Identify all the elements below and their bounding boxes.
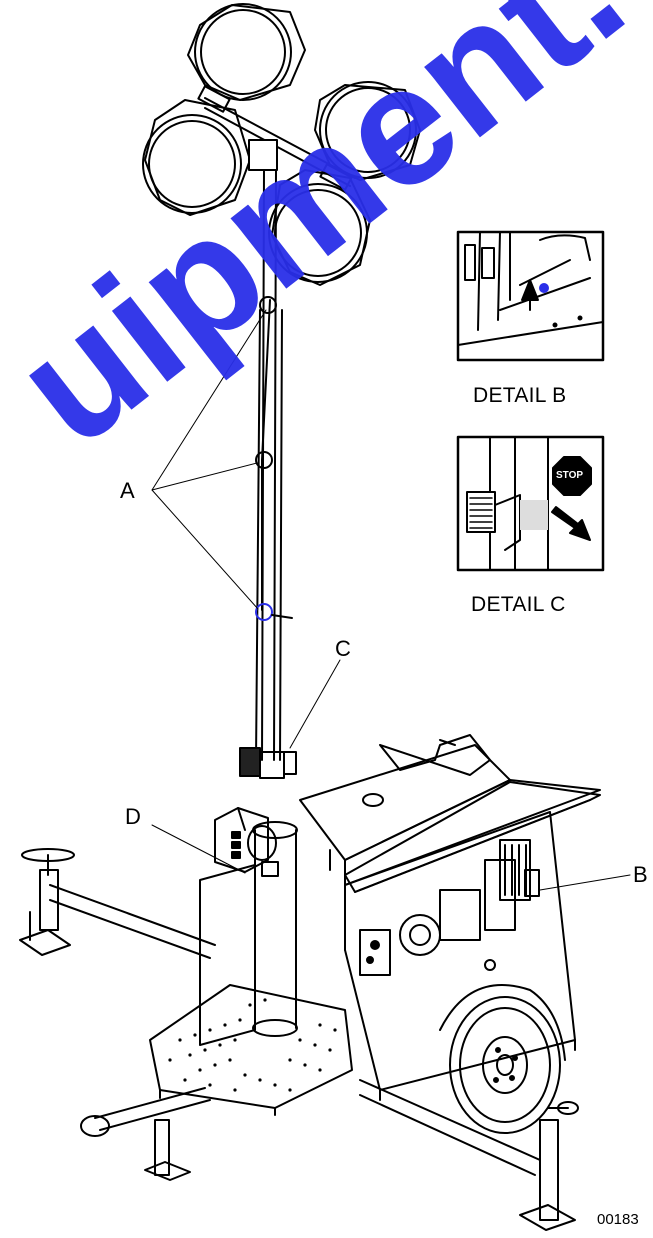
lamp-head-top-left bbox=[187, 3, 306, 101]
mast bbox=[239, 169, 297, 779]
callout-b: B bbox=[633, 862, 648, 887]
detail-c-title: DETAIL C bbox=[471, 593, 566, 616]
stop-sign-icon bbox=[552, 456, 592, 496]
callout-d: D bbox=[125, 804, 141, 829]
generator-enclosure bbox=[199, 734, 601, 1101]
lamp-head-mid-left bbox=[142, 99, 251, 216]
callout-c: C bbox=[335, 636, 351, 661]
winch bbox=[214, 807, 277, 873]
trailer-frame bbox=[19, 848, 579, 1231]
callout-a: A bbox=[120, 478, 135, 503]
detail-b-title: DETAIL B bbox=[473, 384, 567, 407]
callout-leaders bbox=[151, 309, 631, 891]
wheel bbox=[439, 984, 566, 1134]
stop-sign-text: STOP bbox=[556, 470, 584, 481]
detail-c-box bbox=[456, 435, 605, 572]
lamp-head-mid-right bbox=[314, 81, 421, 181]
engine bbox=[359, 839, 540, 976]
light-bar bbox=[197, 85, 356, 191]
figure-number: 00183 bbox=[597, 1211, 639, 1228]
mast-base bbox=[252, 821, 298, 1037]
detail-b-box bbox=[456, 230, 605, 362]
platform-plate bbox=[149, 984, 353, 1116]
open-door bbox=[344, 781, 601, 893]
